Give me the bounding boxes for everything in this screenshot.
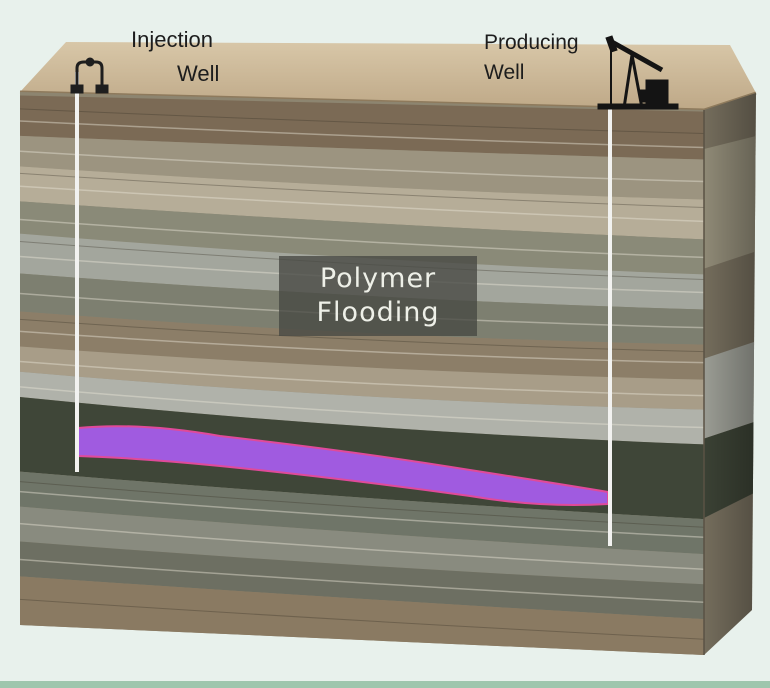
injection-well-label-line1: Injection [131,27,213,52]
injection-well-label-line2: Well [177,61,220,86]
producing-well-label-line1: Producing [484,31,579,54]
title-line1: Polymer [319,263,437,294]
pumpjack-icon [597,35,679,110]
bottom-bar [0,681,770,688]
injection-well-pipe [75,72,79,472]
producing-well-pipe [608,108,612,546]
rock-strata-front [20,92,704,655]
ground-surface [20,42,756,110]
rock-strata-side [704,93,756,655]
title-line2: Flooding [316,297,440,328]
producing-well-label-line2: Well [484,61,525,84]
title-box: Polymer Flooding [279,256,477,336]
injection-wellhead-icon [70,57,109,94]
